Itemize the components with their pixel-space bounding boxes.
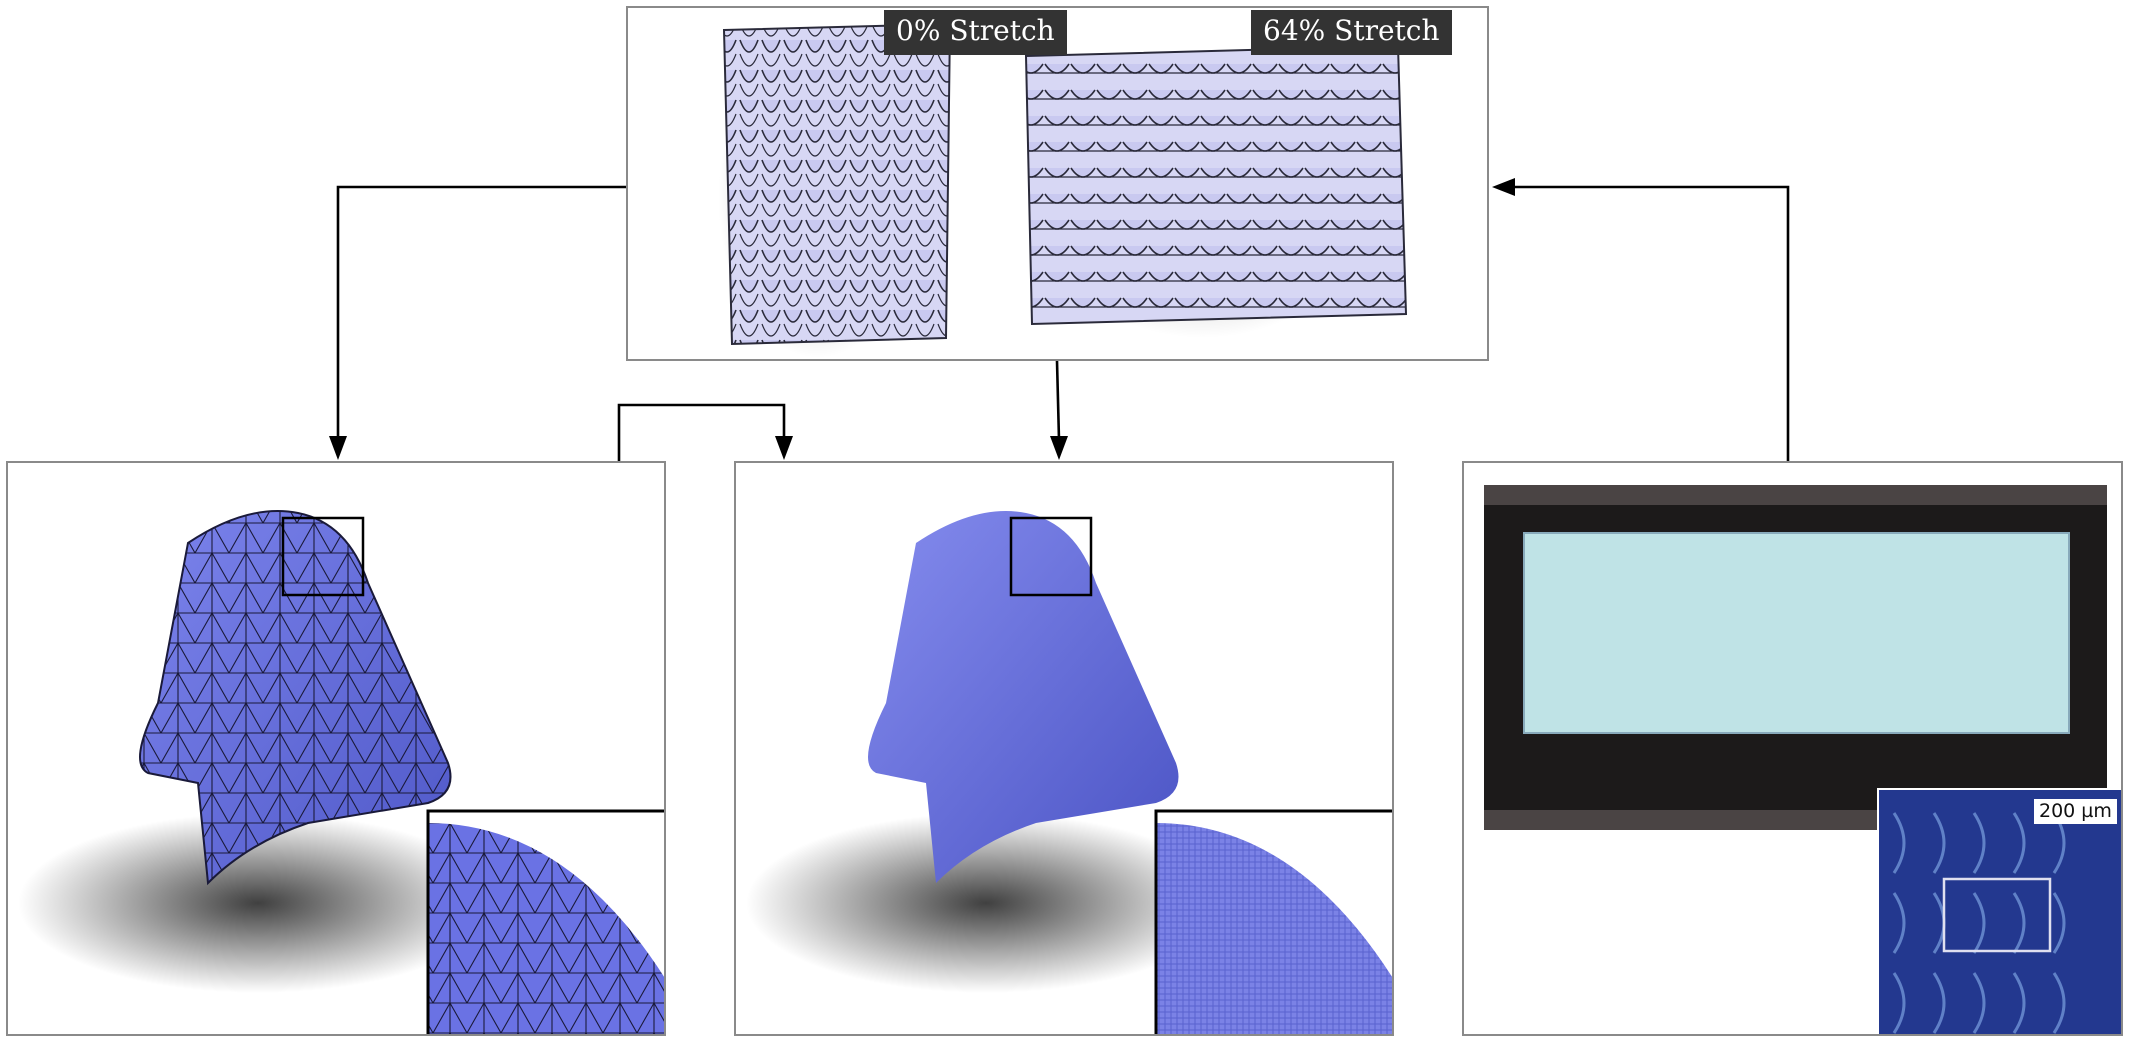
arrow-measurement-to-top xyxy=(1515,185,1790,461)
draped-cloth-mesh-icon xyxy=(18,510,664,1034)
scale-bar-label: 200 µm xyxy=(2034,799,2117,824)
knit-yarn-rendering xyxy=(718,22,1408,358)
stretch-label-rest: 0% Stretch xyxy=(884,10,1067,55)
stretched-knit-swatch xyxy=(1024,44,1408,326)
unstretched-knit-swatch xyxy=(722,22,952,346)
draped-cloth-render-icon xyxy=(746,511,1392,1034)
fabric-sample-photo-icon xyxy=(1484,485,2121,1034)
stretch-label-stretched: 64% Stretch xyxy=(1251,10,1452,55)
knit-micrograph-icon xyxy=(1877,788,2121,1034)
fabric-measurement-panel xyxy=(1462,461,2123,1036)
zoom-region-box xyxy=(281,516,365,597)
rendered-cloth-panel xyxy=(734,461,1394,1036)
arrow-mesh-to-render xyxy=(617,403,786,461)
weave-zoom-inset xyxy=(1154,809,1392,1034)
arrow-top-to-mesh xyxy=(336,185,626,440)
zoom-region-box xyxy=(1009,516,1093,597)
knit-structure-panel xyxy=(626,6,1489,361)
arrow-top-to-render xyxy=(1055,360,1061,441)
mesh-simulation-panel xyxy=(6,461,666,1036)
mesh-zoom-inset xyxy=(426,809,664,1034)
